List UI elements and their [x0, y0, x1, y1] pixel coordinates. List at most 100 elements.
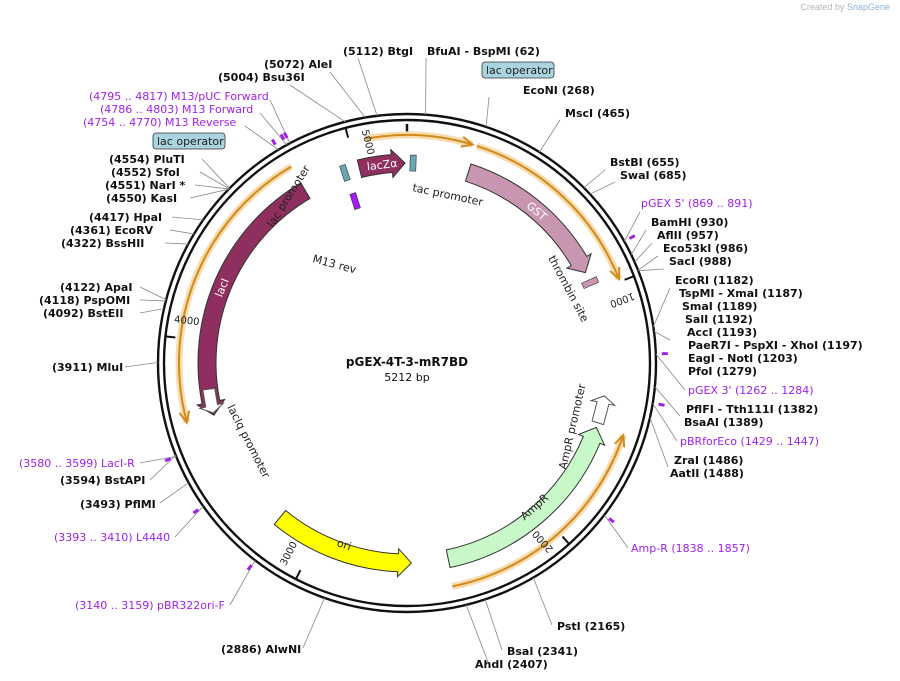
ampr-promoter-arrow	[589, 395, 617, 426]
label-connector	[604, 514, 629, 549]
credit-label: Created by SnapGene	[800, 2, 890, 12]
label-connector	[634, 242, 653, 263]
orf-arrowhead	[460, 136, 475, 148]
site-label: (5004) Bsu36I	[218, 71, 305, 84]
label-connector	[655, 353, 686, 391]
label-connector	[623, 211, 641, 242]
backbone-outer-ring	[156, 112, 658, 614]
site-label: SacI (988)	[669, 255, 732, 268]
primer-mark	[192, 508, 200, 515]
site-label: AhdI (2407)	[475, 658, 548, 671]
site-label: (3594) BstAPI	[60, 474, 145, 487]
label-connector	[638, 268, 665, 272]
label-connector	[589, 181, 616, 195]
primer-label: (4754 .. 4770) M13 Reverse	[83, 116, 236, 129]
label-connector	[637, 255, 659, 271]
site-label: Eco53kI (986)	[663, 242, 748, 255]
label-connector	[630, 229, 647, 255]
orf-line	[178, 165, 292, 423]
connector-layer	[124, 57, 686, 663]
site-label: (2886) AlwNI	[221, 643, 301, 656]
site-label: (4554) PluTI	[109, 153, 185, 166]
tick-mark	[294, 569, 302, 580]
plasmid-length: 5212 bp	[384, 371, 429, 384]
primer-label: Amp-R (1838 .. 1857)	[631, 542, 750, 555]
tick-mark	[165, 335, 176, 339]
tick-label: 3000	[279, 540, 300, 568]
label-connector	[139, 308, 165, 314]
label-connector	[539, 119, 561, 153]
site-label: (3911) MluI	[52, 361, 123, 374]
label-connector	[649, 417, 669, 468]
small-feature-layer	[339, 154, 600, 289]
orf-arrowhead	[614, 432, 626, 448]
site-label: (4118) PspOMI	[39, 294, 130, 307]
label-connector	[289, 84, 346, 123]
site-label: (3493) PflMI	[80, 498, 156, 511]
orf-layer	[175, 131, 627, 590]
label-connector	[159, 482, 189, 504]
laciq-promoter-arrow	[198, 387, 225, 414]
site-label: EcoRI (1182)	[675, 274, 754, 287]
label-connector	[652, 403, 678, 442]
tick-label: 5000	[359, 129, 376, 156]
site-label: (5112) BtgI	[343, 45, 413, 58]
site-label: EagI - NotI (1203)	[688, 352, 798, 365]
feature-label-ori: ori	[335, 536, 353, 553]
label-connector	[357, 57, 378, 116]
site-label: ZraI (1486)	[674, 454, 743, 467]
primer-label: (4786 .. 4803) M13 Forward	[100, 103, 253, 116]
site-label: SalI (1192)	[685, 313, 753, 326]
primer-mark	[279, 133, 286, 141]
plasmid-name: pGEX-4T-3-mR7BD	[346, 355, 468, 369]
small-feature-m13rev	[349, 192, 361, 211]
site-label: (4417) HpaI	[89, 211, 162, 224]
tick-mark	[344, 127, 350, 138]
label-connector	[465, 604, 489, 663]
lac-operator-left-label: lac operator	[152, 132, 226, 150]
m13-rev-label: M13 rev	[311, 252, 358, 276]
orf-arrowhead	[609, 266, 621, 282]
primer-mark	[608, 517, 615, 524]
site-label: (4361) EcoRV	[70, 224, 154, 237]
primer-label: (3580 .. 3599) LacI-R	[19, 457, 135, 470]
label-connector	[329, 71, 366, 118]
site-label: (5072) AleI	[264, 58, 332, 71]
site-label: AatII (1488)	[670, 467, 744, 480]
label-connector	[149, 455, 177, 481]
site-label: PstI (2165)	[557, 620, 625, 633]
primer-mark	[270, 138, 277, 146]
tick-mark	[561, 535, 570, 545]
site-label: MscI (465)	[565, 107, 630, 120]
primer-mark	[628, 234, 636, 240]
label-connector	[201, 158, 230, 189]
small-feature-tac-box	[409, 154, 417, 172]
tick-mark	[624, 275, 635, 281]
tick-label: 1000	[608, 290, 636, 309]
label-connector	[169, 229, 195, 235]
backbone-inner-ring	[162, 118, 652, 608]
site-label: (4092) BstEII	[43, 307, 123, 320]
orf-line	[476, 144, 620, 280]
site-label: AccI (1193)	[687, 326, 757, 339]
label-connector	[199, 171, 230, 190]
site-label: BamHI (930)	[651, 216, 728, 229]
tick-label: 4000	[173, 314, 200, 328]
label-connector	[124, 362, 159, 368]
primer-label: pBRforEco (1429 .. 1447)	[680, 435, 819, 448]
site-label: PaeR7I - PspXI - XhoI (1197)	[688, 339, 863, 352]
svg-text:lac operator: lac operator	[486, 64, 553, 77]
site-label: (4322) BssHII	[61, 237, 144, 250]
feature-arrow-laci	[195, 182, 311, 416]
site-label: BstBI (655)	[610, 156, 680, 169]
label-connector	[174, 505, 204, 538]
primer-label: pGEX 5' (869 .. 891)	[641, 197, 753, 210]
primer-label: (3140 .. 3159) pBR322ori-F	[75, 599, 225, 612]
label-connector	[484, 599, 503, 651]
primer-mark	[246, 564, 253, 571]
feature-arrow-ampr	[445, 426, 606, 569]
primer-label: (3393 .. 3410) L4440	[54, 531, 170, 544]
primer-label: pGEX 3' (1262 .. 1284)	[688, 384, 814, 397]
svg-text:lac operator: lac operator	[157, 135, 224, 148]
